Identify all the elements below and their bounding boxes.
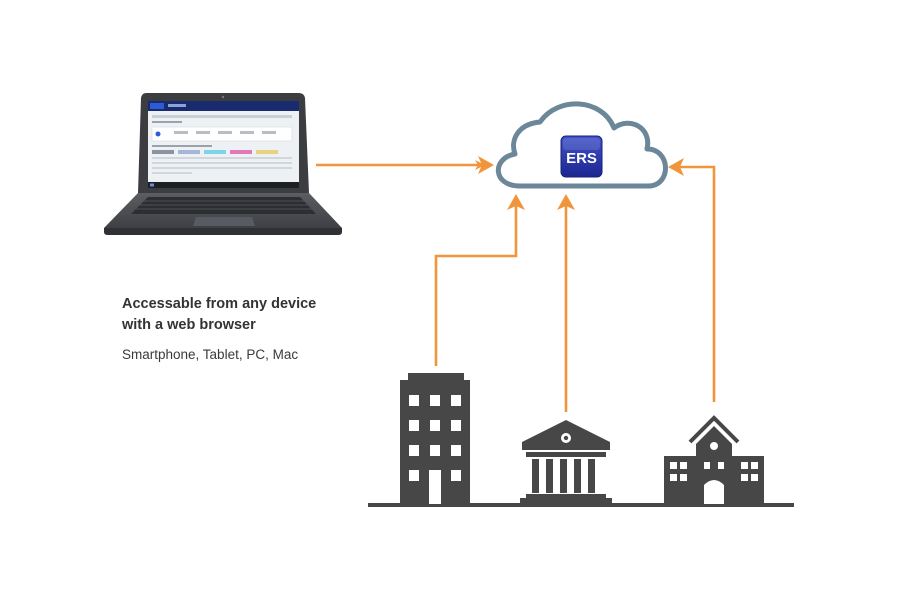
arrow-office-to-cloud (434, 206, 518, 366)
bank-building-icon (520, 420, 612, 504)
arrowhead-school (668, 158, 684, 176)
arrowhead-office (507, 194, 525, 210)
arrowhead-laptop (478, 156, 494, 174)
arrow-school-to-cloud (680, 165, 716, 402)
caption-title: Accessable from any device with a web br… (122, 294, 382, 336)
laptop-icon (104, 93, 342, 235)
ground-line (368, 503, 794, 507)
caption-title-line2: with a web browser (122, 317, 256, 333)
school-building-icon (664, 415, 764, 504)
ers-badge: ERS (560, 135, 603, 178)
caption-device-list: Smartphone, Tablet, PC, Mac (122, 347, 299, 362)
caption-title-line1: Accessable from any device (122, 296, 317, 312)
office-building-icon (400, 373, 470, 504)
device-access-caption: Accessable from any device with a web br… (122, 294, 382, 364)
arrowhead-bank (557, 194, 575, 210)
ers-badge-label: ERS (566, 150, 597, 167)
